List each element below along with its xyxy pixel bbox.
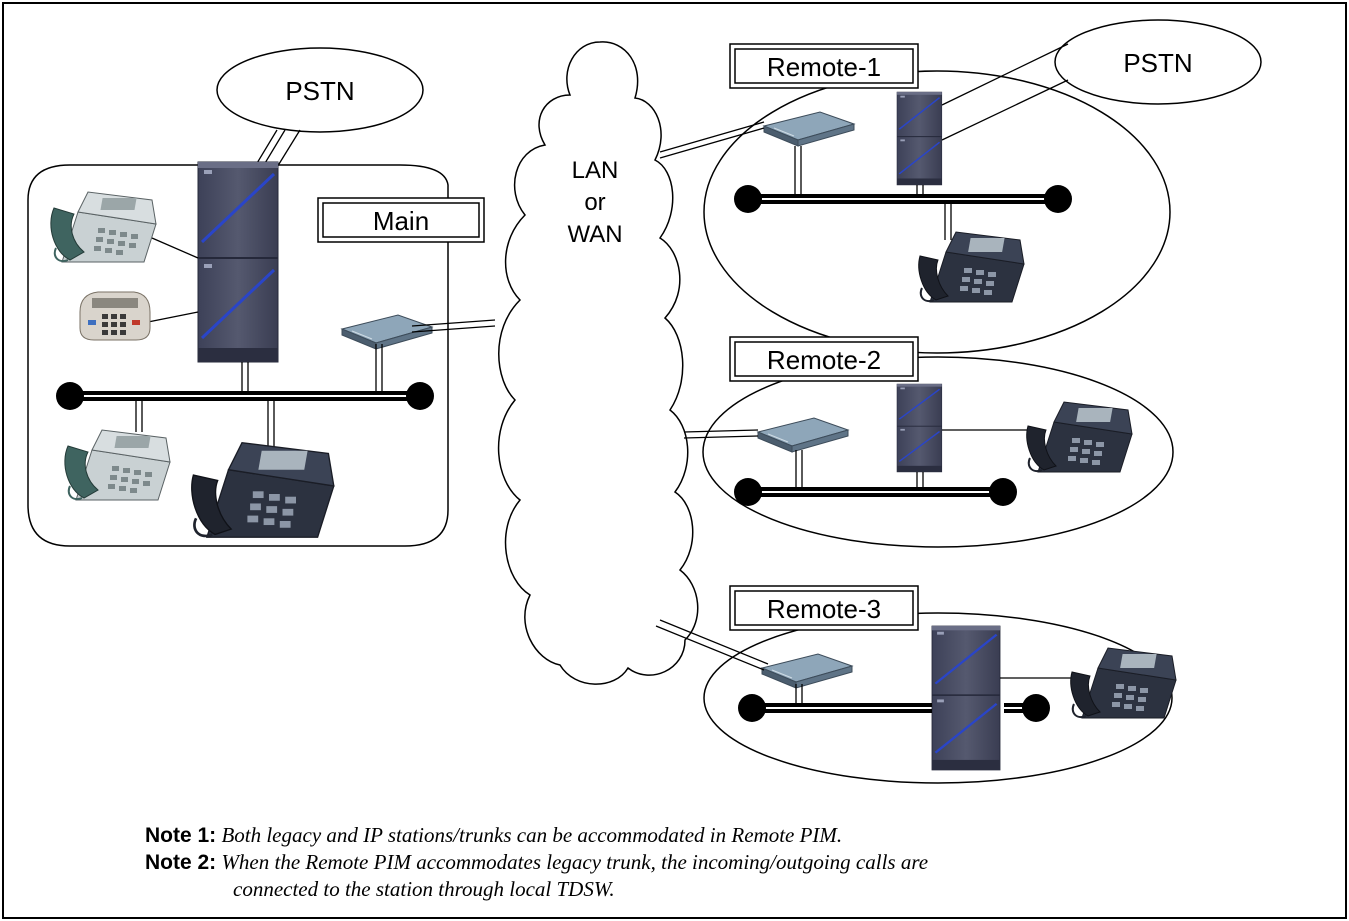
note-2: Note 2: When the Remote PIM accommodates… [145,849,1295,876]
network-label-lan: LAN [572,157,619,184]
remote-2-label: Remote-2 [767,345,881,375]
main-pbx-cabinet [196,160,280,364]
note-2-text: When the Remote PIM accommodates legacy … [221,850,929,874]
remote-1-cabinet [896,91,943,186]
remote-3-wan-link [655,619,769,671]
main-label: Main [373,206,429,236]
remote-1-boundary [703,70,1171,354]
remote-1-drops [794,146,952,240]
remote-1-label-box: Remote-1 [729,43,919,89]
remote-2-drops [795,450,924,489]
link-console-cabinet [147,311,199,323]
remote-1-site: Remote-1 PSTN [659,19,1262,354]
pstn-cloud-remote-1: PSTN [1054,19,1262,105]
notes-block: Note 1: Both legacy and IP stations/trun… [145,822,1295,902]
network-label-or: or [584,189,605,216]
main-site: PSTN Main [27,47,496,547]
remote-3-site: Remote-3 [655,585,1177,784]
remote-1-label: Remote-1 [767,52,881,82]
remote-2-wan-link [683,429,759,439]
remote-2-site: Remote-2 [683,336,1174,548]
note-2-key: Note 2: [145,851,217,874]
pstn-label-remote-1: PSTN [1123,48,1192,78]
main-label-box: Main [317,197,485,243]
link-phone-cabinet [151,237,199,259]
main-drops [135,344,383,448]
pstn-trunk-remote-1 [941,43,1069,141]
remote-1-wan-link [659,121,765,159]
network-label-wan: WAN [567,221,622,248]
remote-2-cabinet [896,383,943,473]
remote-3-cabinet [930,624,1002,772]
lan-wan-cloud: LAN or WAN [497,41,699,685]
remote-2-lan-bus [734,478,1017,506]
remote-3-boundary [703,612,1173,784]
remote-3-label: Remote-3 [767,594,881,624]
main-lan-bus [56,382,434,410]
note-1: Note 1: Both legacy and IP stations/trun… [145,822,1295,849]
remote-2-label-box: Remote-2 [729,336,919,382]
note-1-text: Both legacy and IP stations/trunks can b… [221,823,843,847]
note-1-key: Note 1: [145,824,217,847]
pstn-label-main: PSTN [285,76,354,106]
main-wan-link [411,319,496,333]
remote-3-drops [795,684,803,705]
note-2-continuation: connected to the station through local T… [233,877,615,901]
remote-3-lan-bus [738,694,1050,722]
main-site-boundary [27,164,449,547]
attendant-console-icon [79,291,151,341]
pstn-cloud-main: PSTN [216,47,424,133]
remote-3-label-box: Remote-3 [729,585,919,631]
remote-2-boundary [702,356,1174,548]
remote-1-lan-bus [734,185,1072,213]
